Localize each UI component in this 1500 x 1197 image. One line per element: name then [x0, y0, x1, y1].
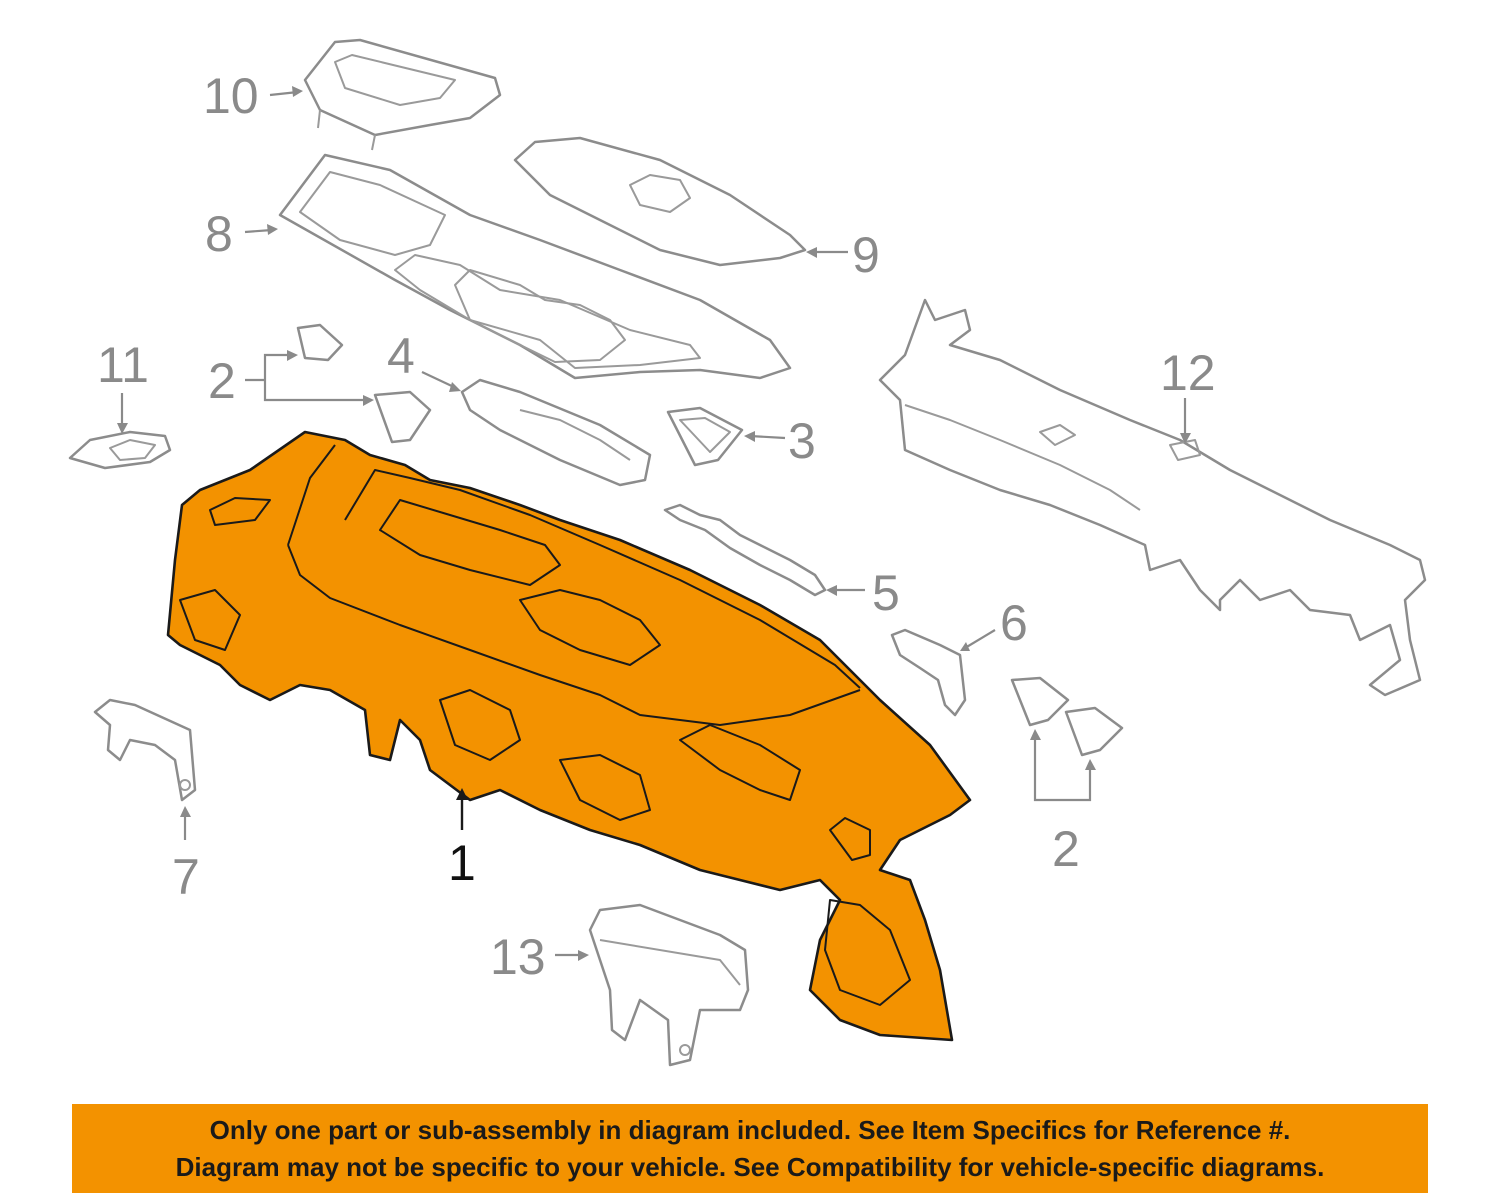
part-2-vent-lower [1010, 676, 1124, 757]
disclaimer-line-1: Only one part or sub-assembly in diagram… [209, 1115, 1291, 1145]
part-1-instrument-panel [166, 430, 972, 1042]
part-7-bracket [93, 698, 197, 802]
part-4-bracket [460, 378, 652, 487]
callout-1: 1 [448, 835, 476, 891]
part-6-bracket [890, 628, 967, 717]
part-13-airbag [588, 903, 750, 1067]
part-5-duct [663, 503, 827, 597]
callout-10: 10 [203, 68, 259, 124]
leader-2-upper [245, 353, 368, 402]
callout-12: 12 [1160, 345, 1216, 401]
leader-8 [244, 228, 273, 234]
part-10-trim-panel [303, 38, 502, 151]
disclaimer-banner: Only one part or sub-assembly in diagram… [72, 1104, 1428, 1193]
part-11-emblem [68, 430, 172, 470]
part-12-beam [878, 298, 1427, 697]
part-2-vent-upper [296, 323, 432, 444]
callout-13: 13 [490, 929, 546, 985]
callout-2-lower: 2 [1052, 821, 1080, 877]
callout-11: 11 [97, 337, 149, 393]
leader-2-lower [1033, 735, 1092, 802]
leader-3 [749, 434, 786, 440]
callout-9: 9 [852, 227, 880, 283]
callout-6: 6 [1000, 595, 1028, 651]
callout-7: 7 [172, 849, 200, 905]
callout-8: 8 [205, 206, 233, 262]
callout-5: 5 [872, 565, 900, 621]
callout-2-upper: 2 [208, 353, 236, 409]
callout-4: 4 [387, 328, 415, 384]
callout-3: 3 [788, 413, 816, 469]
leader-6 [964, 629, 996, 649]
part-8-upper-pad [278, 153, 792, 380]
parts-diagram: 10 8 9 11 2 4 3 12 5 6 2 7 1 13 [68, 38, 1427, 1067]
part-9-cover [513, 136, 807, 267]
part-3-vent [666, 406, 744, 467]
leader-4 [421, 371, 457, 389]
disclaimer-line-2: Diagram may not be specific to your vehi… [175, 1152, 1325, 1182]
leader-lines [117, 86, 1191, 961]
